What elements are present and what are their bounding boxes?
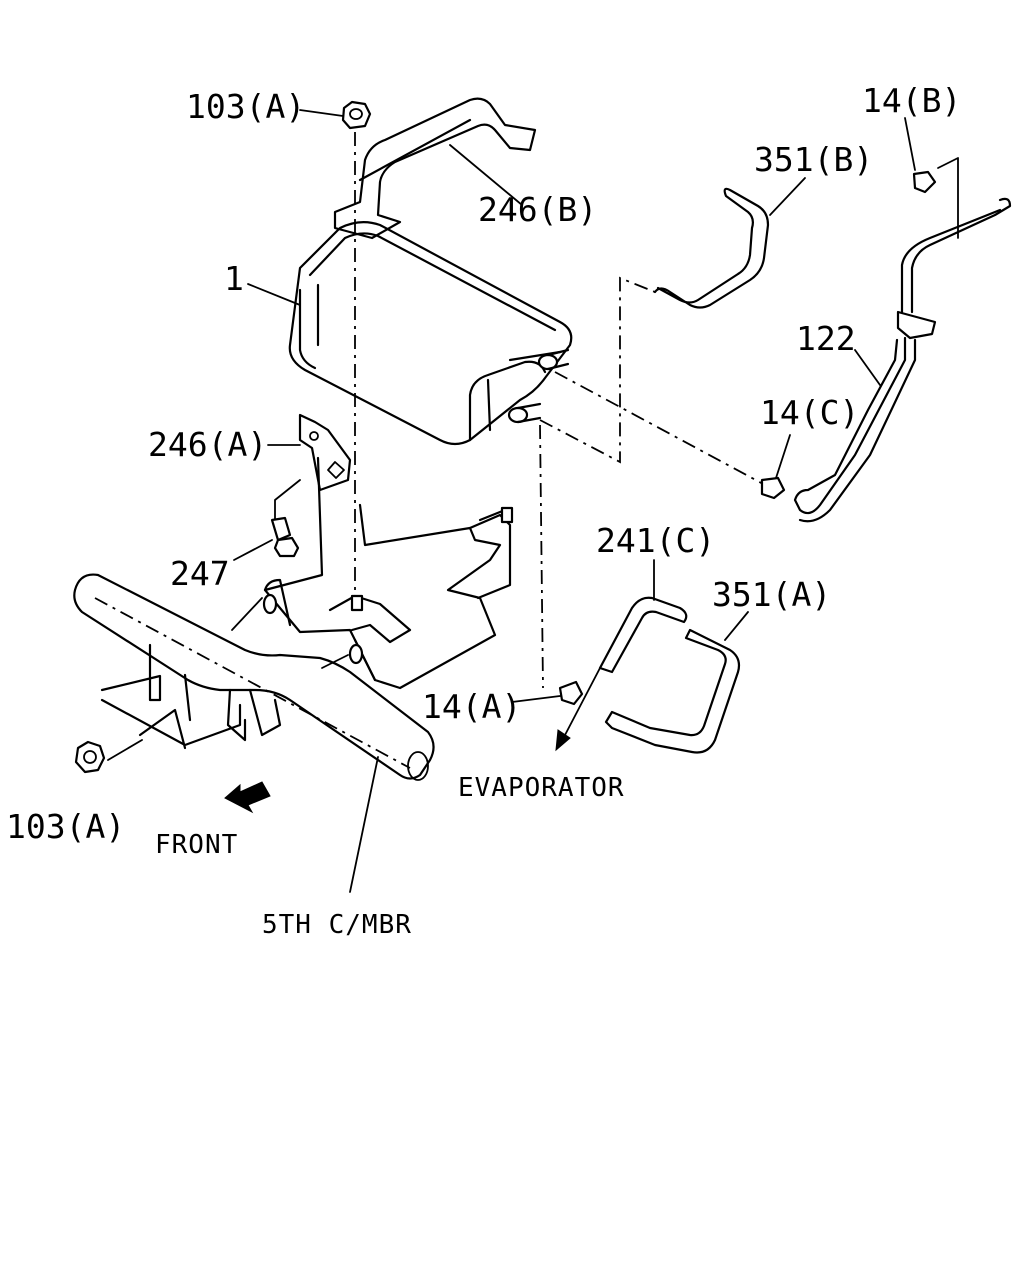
skid-plate [231,456,514,690]
hose-351b [653,187,770,309]
hose-351a [604,628,741,754]
hose-241c [598,596,688,674]
label-246b: 246(B) [478,190,598,229]
label-evaporator: EVAPORATOR [458,773,625,803]
label-103a-top: 103(A) [186,87,306,126]
label-14a: 14(A) [422,687,522,726]
canister [288,221,573,446]
label-351b: 351(B) [754,140,874,179]
upper-bracket [333,97,537,240]
label-1: 1 [224,259,244,298]
bottom-nut-icon [74,740,106,774]
label-103a-bottom: 103(A) [6,807,126,846]
evaporator-arrow-icon [555,667,601,752]
pipe-122 [793,197,1012,523]
label-122: 122 [796,319,856,358]
clamp-14a-icon [558,680,584,706]
side-bracket [274,413,352,521]
label-351a: 351(A) [712,575,832,614]
label-14c: 14(C) [760,393,860,432]
crossmember [73,573,435,781]
clamp-14b-icon [912,170,937,194]
label-241c: 241(C) [596,521,716,560]
clamp-14c-icon [760,476,786,500]
label-247: 247 [170,554,230,593]
label-246a: 246(A) [148,425,268,464]
front-arrow-icon [224,781,271,814]
label-14b: 14(B) [862,81,962,120]
label-crossmember: 5TH C/MBR [262,910,412,940]
top-nut-icon [341,100,372,130]
label-front: FRONT [155,830,239,860]
leader-lines [107,109,916,893]
bolt-icon [270,516,300,558]
